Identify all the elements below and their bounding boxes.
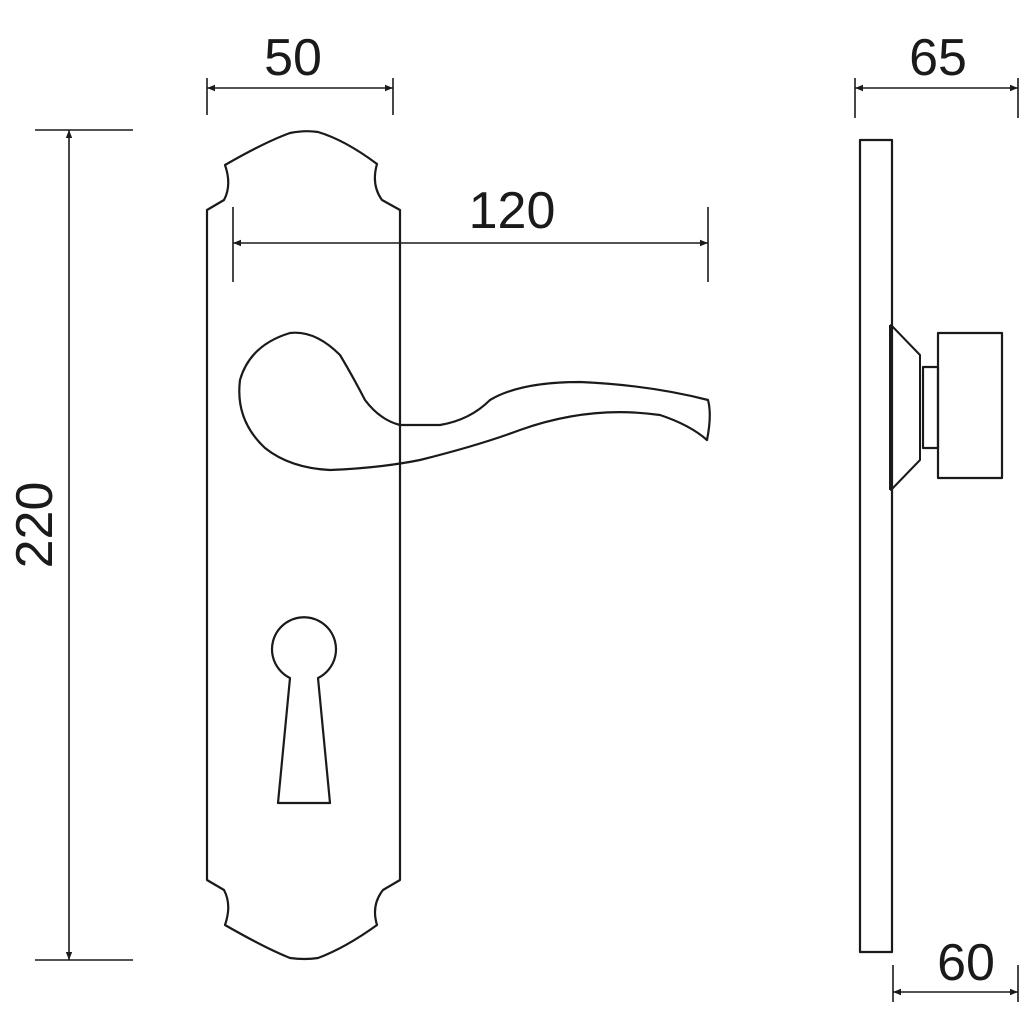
side-lever-profile	[936, 331, 1004, 480]
side-rose	[890, 324, 921, 491]
keyhole	[270, 616, 338, 805]
dim-plate-width: 50	[264, 29, 322, 87]
dim-lever-length: 120	[469, 182, 556, 240]
dim-projection-total: 65	[909, 29, 967, 87]
backplate-outline	[205, 130, 402, 961]
lever-handle	[238, 331, 711, 472]
side-spindle-collar	[921, 365, 940, 450]
dim-projection-lever: 60	[937, 934, 995, 992]
dim-plate-height: 220	[6, 482, 64, 569]
side-backplate	[858, 138, 894, 954]
